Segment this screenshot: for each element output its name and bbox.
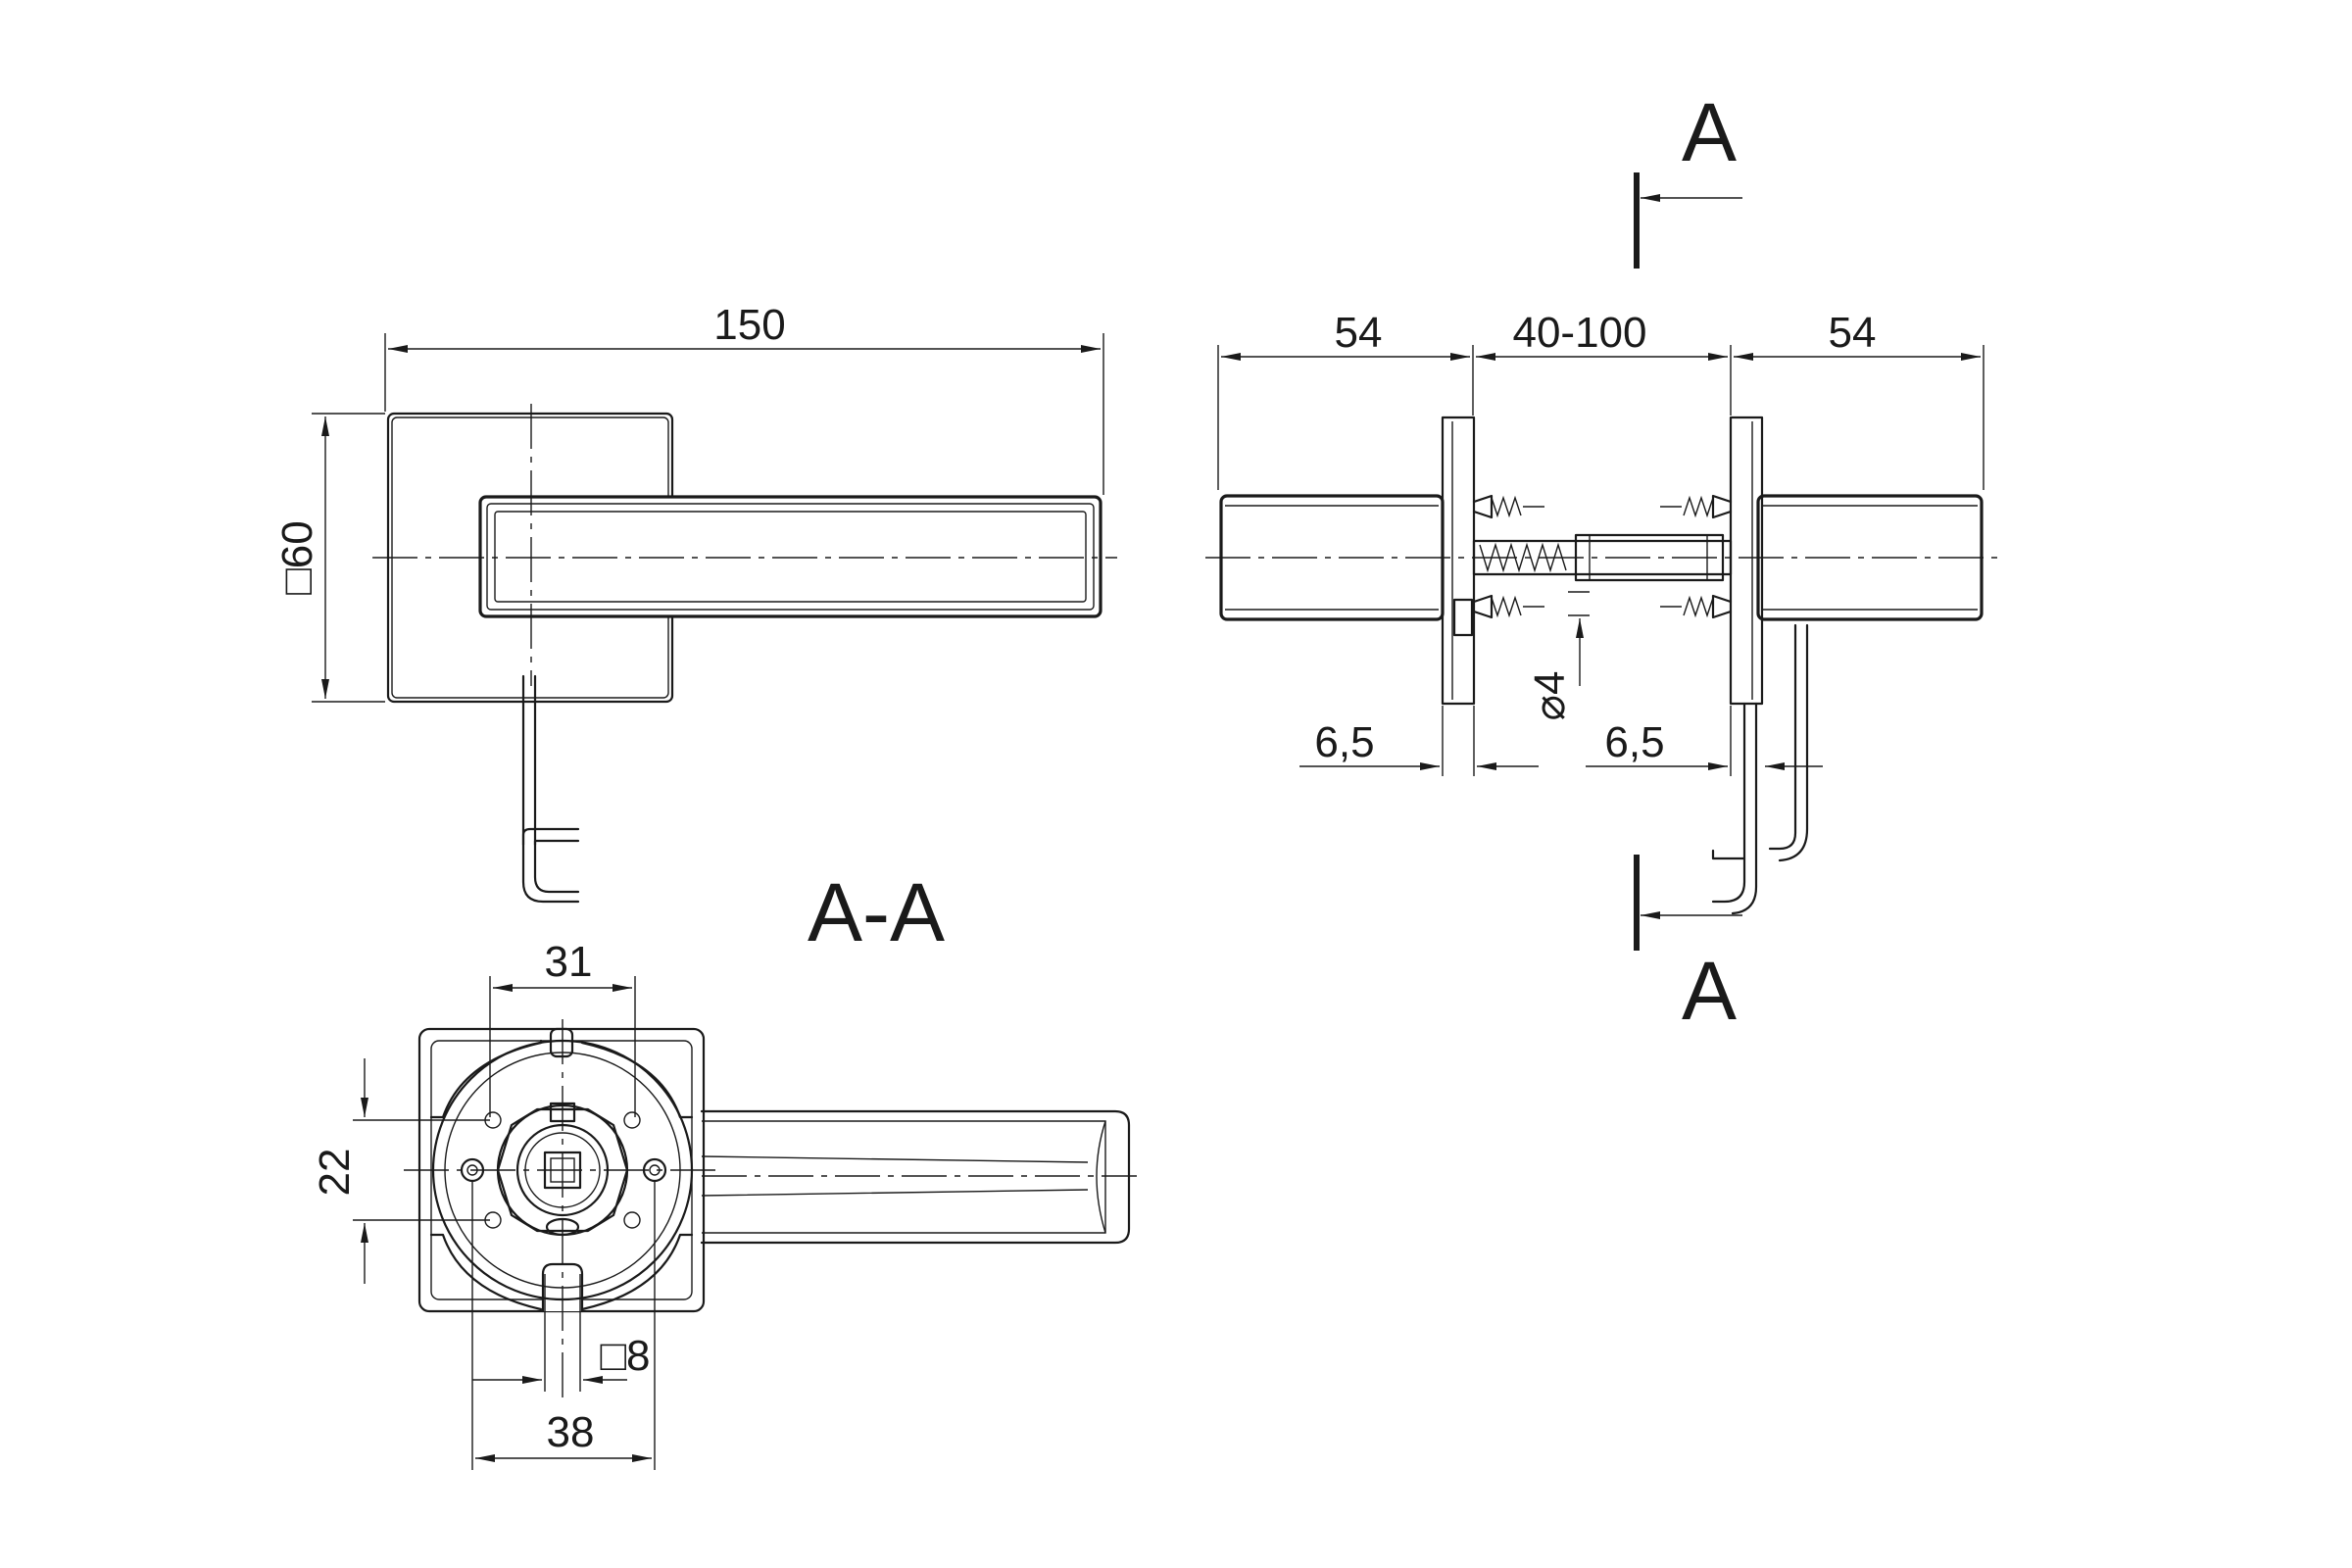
dim-31-label: 31 <box>545 938 593 986</box>
dim-6-5-right-label: 6,5 <box>1604 718 1664 766</box>
section-marker-bottom: A <box>1634 855 1742 1037</box>
dim-54-right-label: 54 <box>1829 309 1877 357</box>
right-hook-bracket <box>1711 702 1758 915</box>
dim-left-lever: 54 <box>1217 309 1474 490</box>
screw-hole-upper-right <box>623 1111 641 1129</box>
left-rose <box>1441 416 1476 706</box>
dim-door-thickness: 40-100 <box>1476 309 1732 416</box>
section-view <box>404 1019 1137 1401</box>
dim-overall-length: 150 <box>384 301 1104 495</box>
dim-diameter-4-label: ⌀4 <box>1526 671 1574 721</box>
dim-spindle-square: □8 <box>472 1274 651 1392</box>
dim-right-lever: 54 <box>1734 309 1984 490</box>
screw-lower-left <box>1472 594 1544 619</box>
dim-hole-spacing-top: 31 <box>489 938 636 1117</box>
front-view <box>372 404 1117 904</box>
dim-right-rose-thickness: 6,5 <box>1586 706 1823 776</box>
section-lever <box>700 1109 1131 1245</box>
latch-hook <box>521 674 580 904</box>
lever-handle <box>478 495 1102 618</box>
section-label-bottom: A <box>1682 945 1737 1037</box>
dim-left-rose-thickness: 6,5 <box>1299 706 1539 776</box>
dim-hole-spacing-side: 22 <box>311 1058 490 1284</box>
dim-hole-spacing-bottom: 38 <box>471 1182 656 1470</box>
dim-40-100-label: 40-100 <box>1512 309 1646 357</box>
dim-22-label: 22 <box>311 1149 359 1197</box>
section-title: A-A <box>808 866 945 958</box>
dim-rose-square: □60 <box>273 413 385 703</box>
screw-hole-lower-right <box>623 1211 641 1229</box>
side-view <box>1205 416 1999 915</box>
dim-square-8-label: □8 <box>600 1332 650 1380</box>
dim-screw-diameter: ⌀4 <box>1526 591 1590 721</box>
dim-150-label: 150 <box>713 301 785 349</box>
dim-6-5-left-label: 6,5 <box>1314 718 1374 766</box>
dim-60-label: □60 <box>273 520 321 595</box>
screw-upper-left <box>1472 494 1544 519</box>
dim-54-left-label: 54 <box>1335 309 1383 357</box>
dim-38-label: 38 <box>547 1408 595 1456</box>
screw-lower-right <box>1660 594 1733 619</box>
section-marker-top: A <box>1634 86 1742 269</box>
section-label-top: A <box>1682 86 1737 178</box>
screw-upper-right <box>1660 494 1733 519</box>
